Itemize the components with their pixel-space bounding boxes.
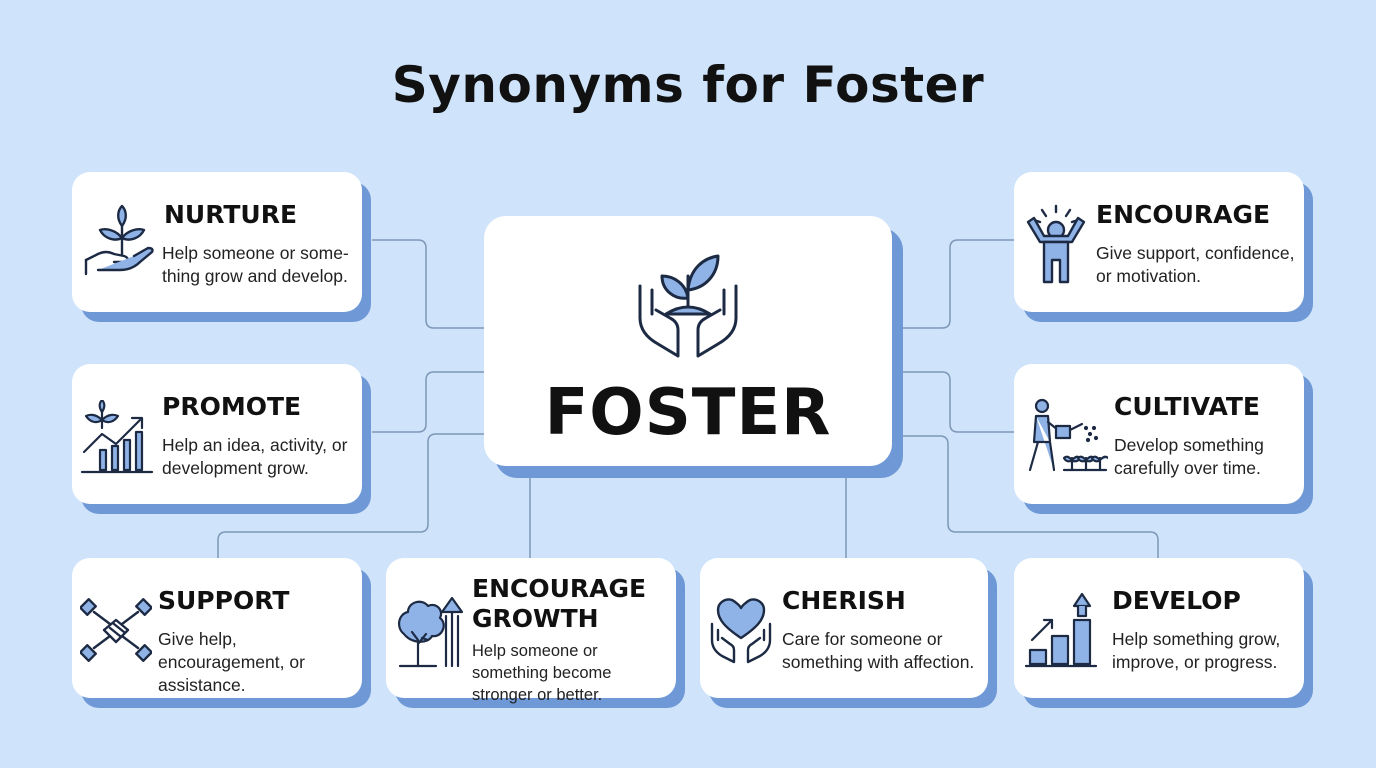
synonym-word: CULTIVATE bbox=[1114, 392, 1260, 421]
synonym-word: ENCOURAGE bbox=[1096, 200, 1271, 229]
synonym-word: DEVELOP bbox=[1112, 586, 1241, 615]
card-develop: DEVELOP Help something grow, improve, or… bbox=[1014, 558, 1304, 698]
growth-chart-plant-icon bbox=[80, 400, 156, 476]
synonym-word-text: ENCOURAGE GROWTH bbox=[472, 574, 647, 633]
connector-cultivate bbox=[892, 371, 1014, 433]
joined-hands-icon bbox=[80, 594, 152, 666]
connector-encourage bbox=[892, 239, 1014, 329]
card-cherish: CHERISH Care for someone or something wi… bbox=[700, 558, 988, 698]
synonym-word: CHERISH bbox=[782, 586, 906, 615]
connector-develop bbox=[892, 435, 1159, 558]
hands-heart-icon bbox=[708, 594, 774, 664]
card-cultivate: CULTIVATE Develop something carefully ov… bbox=[1014, 364, 1304, 504]
card-promote: PROMOTE Help an idea, activity, or devel… bbox=[72, 364, 362, 504]
cheering-person-icon bbox=[1022, 202, 1090, 286]
card-support: SUPPORT Give help, encouragement, or ass… bbox=[72, 558, 362, 698]
synonym-description: Develop something carefully over time. bbox=[1114, 435, 1264, 478]
synonym-description: Help something grow, improve, or progres… bbox=[1112, 629, 1281, 672]
synonym-description: Give support, confidence, or motivation. bbox=[1096, 243, 1295, 286]
card-encourage: ENCOURAGE Give support, confidence, or m… bbox=[1014, 172, 1304, 312]
synonym-description: Care for someone or something with affec… bbox=[782, 629, 975, 672]
center-card-foster: FOSTER bbox=[484, 216, 892, 466]
synonym-word: SUPPORT bbox=[158, 586, 290, 615]
page-title: Synonyms for Foster bbox=[391, 56, 985, 114]
card-encourage-growth: ENCOURAGE GROWTH Help someone or somethi… bbox=[386, 558, 676, 704]
person-watering-plants-icon bbox=[1024, 398, 1108, 474]
card-nurture: NURTURE Help someone or some-thing grow … bbox=[72, 172, 362, 312]
hand-plant-icon bbox=[82, 204, 158, 280]
bar-chart-arrow-icon bbox=[1024, 590, 1100, 670]
synonym-word: ENCOURAGE GROWTH bbox=[472, 574, 652, 634]
synonym-word: PROMOTE bbox=[162, 392, 302, 421]
synonym-description: Help someone or some-thing grow and deve… bbox=[162, 243, 349, 286]
synonym-description: Help an idea, activity, or development g… bbox=[162, 435, 348, 478]
connector-support bbox=[217, 433, 484, 558]
connector-nurture bbox=[372, 239, 484, 329]
synonym-description: Help someone or something become stronge… bbox=[472, 642, 612, 704]
tree-arrow-up-icon bbox=[396, 594, 466, 668]
synonym-description: Give help, encouragement, or assistance. bbox=[158, 629, 305, 695]
synonym-word: NURTURE bbox=[164, 200, 298, 229]
center-word: FOSTER bbox=[544, 376, 832, 450]
connector-promote bbox=[372, 371, 484, 433]
hands-seedling-icon bbox=[632, 244, 744, 366]
